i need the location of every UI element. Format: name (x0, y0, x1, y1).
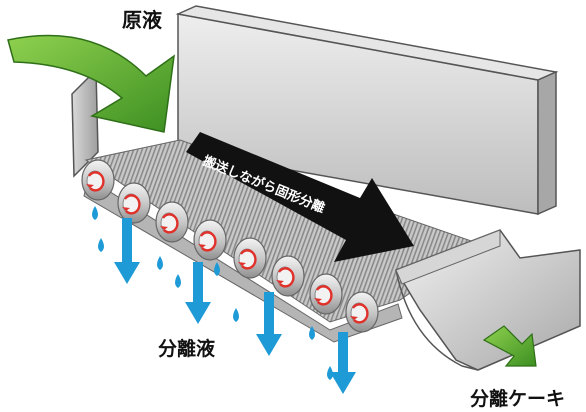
cake-label: 分離ケーキ (470, 388, 566, 410)
housing-left-wall (71, 68, 99, 178)
roller (155, 201, 189, 243)
discharge-chute (394, 229, 581, 371)
roller (345, 291, 379, 333)
roller (271, 255, 305, 297)
roller (193, 219, 227, 261)
feed-label: 原液 (122, 8, 162, 32)
roller (309, 273, 343, 315)
filtrate-label: 分離液 (158, 338, 216, 360)
filtrate-flow (92, 206, 356, 394)
drop (233, 308, 239, 322)
drop (98, 238, 104, 252)
down-arrow (256, 292, 282, 356)
drop (175, 274, 181, 288)
down-arrow (330, 332, 356, 394)
roller (81, 159, 115, 201)
feed-arrow (7, 34, 175, 133)
rollers (81, 159, 379, 333)
drop (309, 326, 315, 340)
drop (327, 366, 333, 380)
process-arrow (186, 132, 414, 262)
roller (117, 182, 151, 224)
drop (157, 256, 163, 270)
down-arrow (185, 262, 211, 324)
roller (233, 237, 267, 279)
drop (214, 262, 220, 276)
down-arrow (114, 218, 140, 284)
drop (92, 206, 98, 220)
cake-arrow (482, 325, 537, 367)
